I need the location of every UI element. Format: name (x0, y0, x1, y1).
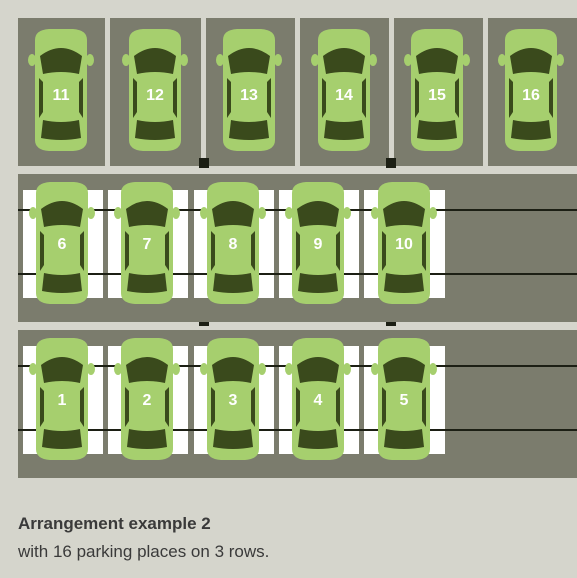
car-3: 3 (200, 338, 266, 460)
car-5: 5 (371, 338, 437, 460)
car-8: 8 (200, 182, 266, 304)
car-number: 3 (229, 392, 238, 409)
car-6: 6 (29, 182, 95, 304)
car-16: 16 (498, 29, 564, 151)
car-15: 15 (404, 29, 470, 151)
car-14: 14 (311, 29, 377, 151)
car-number: 12 (146, 87, 164, 104)
car-9: 9 (285, 182, 351, 304)
parking-diagram: 11 12 13 14 15 16 6 7 8 9 10 1 2 3 4 5 (18, 18, 577, 478)
car-10: 10 (371, 182, 437, 304)
car-12: 12 (122, 29, 188, 151)
car-number: 13 (240, 87, 258, 104)
car-number: 11 (53, 87, 70, 104)
pillar (386, 158, 396, 168)
car-7: 7 (114, 182, 180, 304)
car-4: 4 (285, 338, 351, 460)
car-13: 13 (216, 29, 282, 151)
car-number: 16 (522, 87, 540, 104)
car-2: 2 (114, 338, 180, 460)
car-number: 1 (58, 392, 67, 409)
caption-title: Arrangement example 2 (18, 514, 211, 533)
car-number: 2 (143, 392, 152, 409)
car-number: 6 (58, 236, 67, 253)
car-number: 14 (335, 87, 353, 104)
car-number: 5 (400, 392, 409, 409)
car-11: 11 (28, 29, 94, 151)
car-number: 8 (229, 236, 238, 253)
car-number: 4 (314, 392, 323, 409)
car-number: 7 (143, 236, 152, 253)
car-number: 15 (428, 87, 446, 104)
top-row (18, 18, 577, 166)
car-number: 10 (395, 236, 413, 253)
pillar (199, 158, 209, 168)
car-1: 1 (29, 338, 95, 460)
caption-subtitle: with 16 parking places on 3 rows. (18, 542, 270, 561)
car-number: 9 (314, 236, 323, 253)
